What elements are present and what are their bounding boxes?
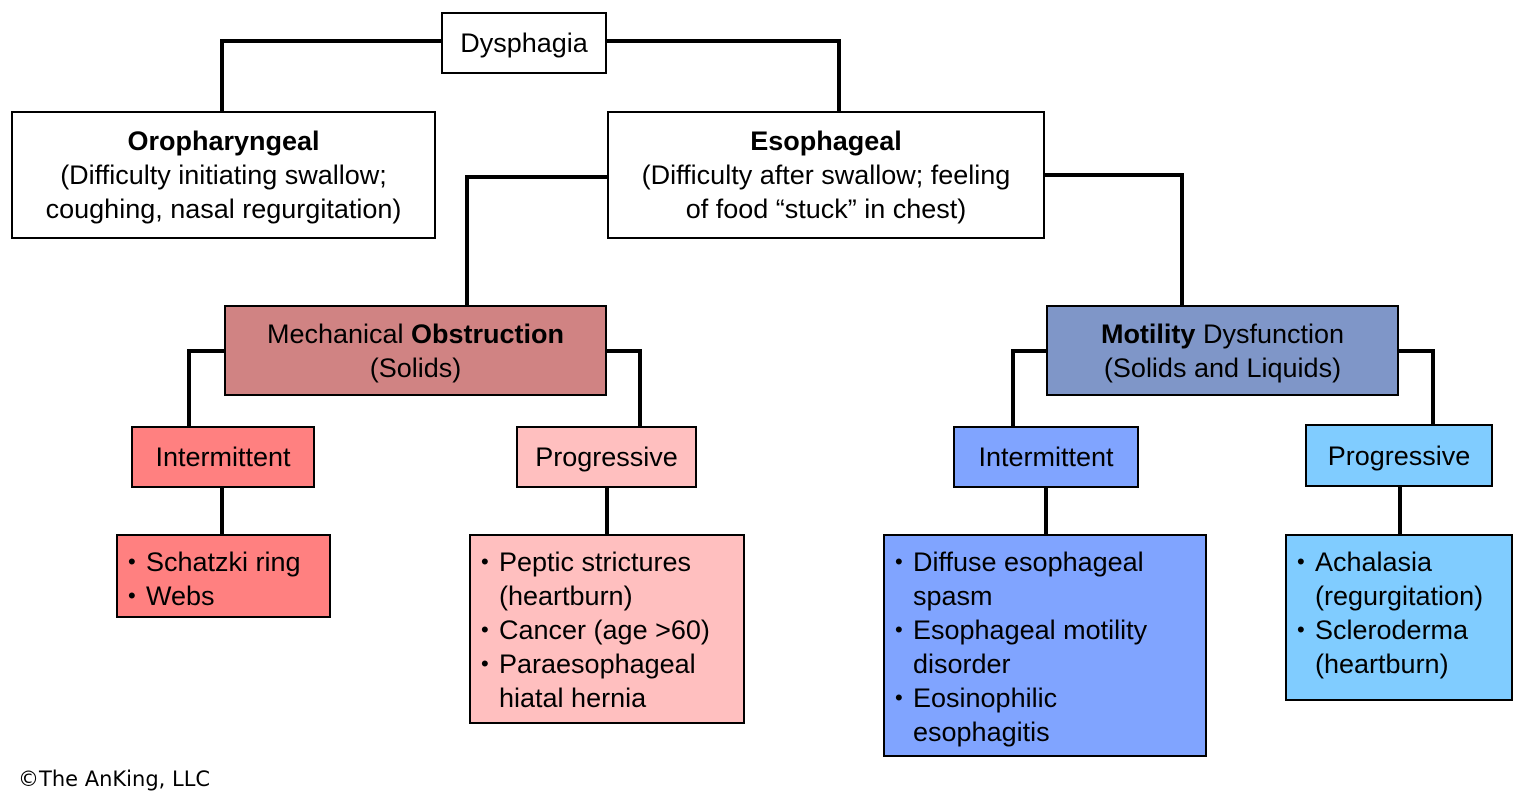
oropharyngeal-title: Oropharyngeal	[127, 126, 320, 156]
connector-motility-intermittent	[1011, 349, 1047, 427]
motility-title-bold: Motility	[1100, 318, 1196, 349]
list-item: Schatzki ring	[128, 545, 329, 579]
mechanical-progressive-box: Progressive	[516, 426, 697, 488]
list-item: Webs	[128, 579, 329, 613]
mechanical-progressive-list: Peptic strictures (heartburn) Cancer (ag…	[471, 536, 743, 715]
dysphagia-box: Dysphagia	[441, 12, 607, 74]
list-item: Scleroderma (heartburn)	[1297, 613, 1505, 681]
mechanical-progressive-label: Progressive	[535, 442, 678, 472]
oropharyngeal-desc-line2: coughing, nasal regurgitation)	[45, 194, 402, 224]
connector-esophageal-mechanical	[465, 175, 608, 306]
motility-progressive-list-box: Achalasia (regurgitation) Scleroderma (h…	[1285, 534, 1513, 701]
mechanical-subtitle: (Solids)	[369, 352, 462, 383]
motility-progressive-label: Progressive	[1327, 440, 1471, 471]
connector-motility-progressive	[1397, 349, 1435, 425]
esophageal-title: Esophageal	[750, 126, 902, 156]
list-item: Diffuse esophageal spasm	[895, 545, 1183, 613]
motility-subtitle: (Solids and Liquids)	[1103, 352, 1342, 383]
list-item: Peptic strictures (heartburn)	[481, 545, 724, 613]
mechanical-intermittent-box: Intermittent	[131, 426, 315, 488]
mechanical-intermittent-list-box: Schatzki ring Webs	[116, 534, 331, 618]
mechanical-title-bold: Obstruction	[411, 318, 565, 349]
mechanical-intermittent-list: Schatzki ring Webs	[118, 536, 329, 613]
connector-mechanical-intermittent	[187, 349, 225, 427]
mechanical-progressive-list-box: Peptic strictures (heartburn) Cancer (ag…	[469, 534, 745, 724]
mechanical-title-plain: Mechanical	[266, 318, 412, 349]
connector-dysphagia-esophageal	[605, 39, 841, 111]
esophageal-desc-line1: (Difficulty after swallow; feeling	[641, 160, 1011, 190]
list-item: Eosinophilic esophagitis	[895, 681, 1113, 749]
oropharyngeal-box: Oropharyngeal (Difficulty initiating swa…	[11, 111, 436, 239]
mechanical-title: Mechanical Obstruction	[267, 317, 564, 351]
list-item: Esophageal motility disorder	[895, 613, 1183, 681]
mechanical-obstruction-box: Mechanical Obstruction (Solids)	[224, 305, 607, 396]
motility-dysfunction-box: Motility Dysfunction (Solids and Liquids…	[1046, 305, 1399, 396]
connector-esophageal-motility	[1044, 173, 1184, 306]
dysphagia-label: Dysphagia	[460, 28, 588, 58]
motility-title: Motility Dysfunction	[1101, 317, 1344, 351]
oropharyngeal-desc-line1: (Difficulty initiating swallow;	[60, 160, 387, 190]
motility-progressive-box: Progressive	[1305, 424, 1493, 487]
esophageal-desc-line2: of food “stuck” in chest)	[685, 194, 967, 224]
copyright-text: ©The AnKing, LLC	[18, 767, 211, 791]
list-item: Cancer (age >60)	[481, 613, 743, 647]
motility-intermittent-label: Intermittent	[978, 442, 1114, 472]
motility-title-plain: Dysfunction	[1195, 318, 1345, 349]
connector-dysphagia-oropharyngeal	[220, 39, 443, 111]
list-item: Paraesophageal hiatal hernia	[481, 647, 724, 715]
mechanical-intermittent-label: Intermittent	[155, 442, 291, 472]
motility-intermittent-list-box: Diffuse esophageal spasm Esophageal moti…	[883, 534, 1207, 757]
esophageal-box: Esophageal (Difficulty after swallow; fe…	[607, 111, 1045, 239]
motility-intermittent-list: Diffuse esophageal spasm Esophageal moti…	[885, 536, 1205, 749]
motility-intermittent-box: Intermittent	[953, 426, 1139, 488]
connector-mechanical-progressive	[605, 349, 642, 427]
motility-progressive-list: Achalasia (regurgitation) Scleroderma (h…	[1287, 536, 1511, 681]
list-item: Achalasia (regurgitation)	[1297, 545, 1505, 613]
